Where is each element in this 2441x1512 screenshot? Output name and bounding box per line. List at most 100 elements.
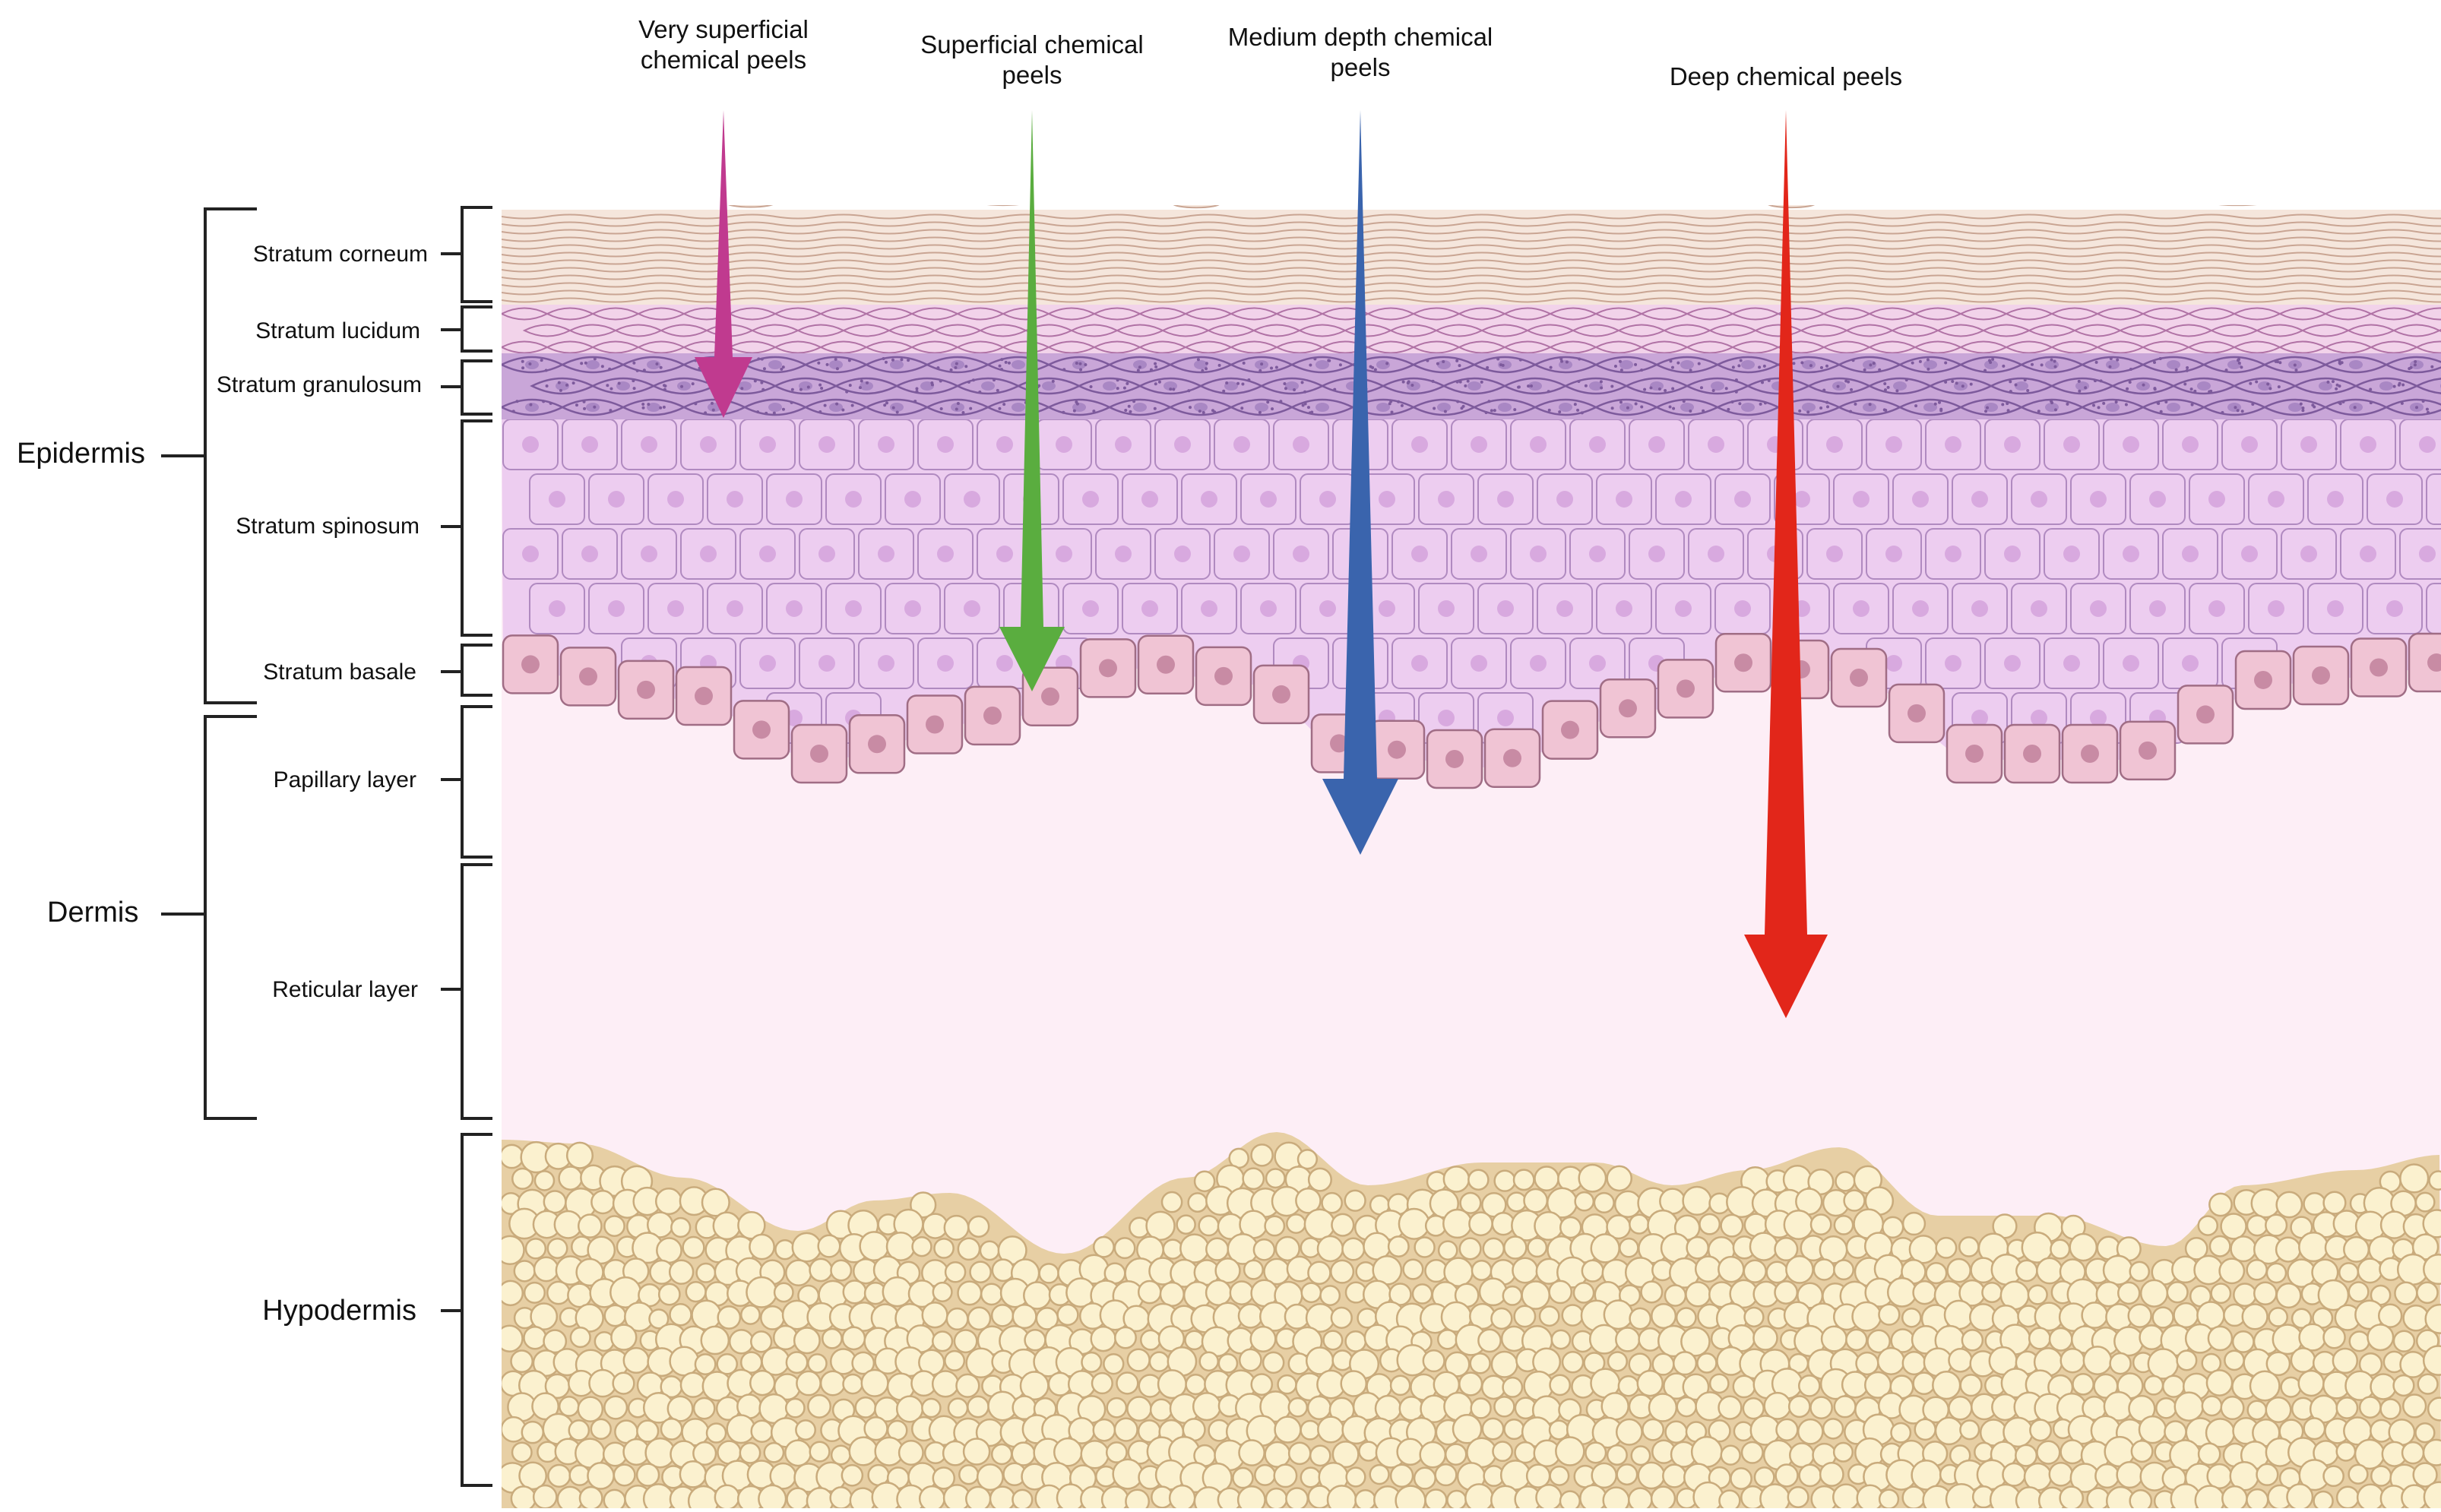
- basal-nucleus: [926, 715, 944, 734]
- fat-cell: [2205, 1369, 2234, 1397]
- granule: [1643, 387, 1647, 391]
- fat-cell: [1287, 1441, 1312, 1466]
- granule: [2157, 402, 2161, 406]
- granule: [1657, 387, 1661, 391]
- fat-cell: [691, 1299, 722, 1331]
- corneum-flake: [986, 205, 1019, 207]
- granule: [1225, 381, 1229, 384]
- fat-cell: [1648, 1393, 1678, 1422]
- fat-cell: [882, 1276, 913, 1308]
- granule: [753, 379, 757, 383]
- fat-cell: [807, 1393, 832, 1419]
- spinosum-nucleus: [2419, 436, 2436, 453]
- granule: [1939, 409, 1943, 413]
- spinosum-nucleus: [2300, 546, 2317, 562]
- granule: [1458, 380, 1462, 384]
- spinosum-nucleus: [2031, 600, 2047, 617]
- granule: [1247, 378, 1251, 382]
- granule: [913, 400, 917, 403]
- granule: [2050, 358, 2053, 362]
- spinosum-nucleus: [878, 655, 894, 672]
- fat-cell: [2117, 1281, 2141, 1305]
- granule: [772, 411, 776, 415]
- fat-cell: [687, 1485, 720, 1508]
- fat-cell: [1179, 1233, 1210, 1264]
- fat-cell: [1948, 1396, 1973, 1421]
- spinosum-nucleus: [2268, 491, 2284, 508]
- fat-cell: [530, 1302, 559, 1331]
- granule: [1670, 365, 1674, 369]
- granule: [1517, 385, 1521, 389]
- spinosum-nucleus: [522, 436, 539, 453]
- fat-cell: [2370, 1373, 2397, 1400]
- granule: [2294, 369, 2298, 372]
- tissue: [502, 205, 2441, 1508]
- granule: [2116, 358, 2120, 362]
- fat-cell: [2147, 1348, 2180, 1380]
- granule: [885, 401, 888, 405]
- granule: [1303, 390, 1307, 394]
- fat-cell: [546, 1280, 571, 1305]
- fat-cell: [2109, 1352, 2132, 1375]
- granule: [1991, 357, 1995, 361]
- fat-cell: [1300, 1419, 1321, 1441]
- granule: [1955, 381, 1958, 385]
- granule: [1490, 409, 1493, 413]
- granule: [2413, 363, 2417, 367]
- granule: [1306, 406, 1310, 410]
- granule: [1886, 385, 1890, 389]
- fat-cell: [1092, 1235, 1115, 1258]
- fat-cell: [860, 1368, 889, 1397]
- fat-cell: [1205, 1279, 1232, 1306]
- spinosum-nucleus: [1497, 600, 1514, 617]
- spinosum-bracket: [441, 419, 492, 637]
- granule: [762, 367, 766, 371]
- fat-cell: [1273, 1463, 1298, 1488]
- basal-nucleus: [2427, 653, 2441, 672]
- fat-cell: [2023, 1462, 2053, 1491]
- fat-cell: [1238, 1439, 1265, 1466]
- granule: [1154, 362, 1157, 365]
- fat-cell: [1458, 1371, 1483, 1397]
- fat-cell: [2422, 1345, 2441, 1376]
- fat-cell: [1676, 1396, 1698, 1418]
- granule: [860, 379, 863, 383]
- fat-cell: [1296, 1149, 1319, 1170]
- fat-cell: [511, 1167, 534, 1190]
- fat-cell: [1513, 1305, 1537, 1328]
- spinosum-nucleus: [608, 600, 625, 617]
- granule: [1527, 384, 1531, 388]
- granule: [1390, 410, 1394, 414]
- spinosum-nucleus: [1497, 491, 1514, 508]
- fat-cell: [2265, 1262, 2287, 1284]
- spinosum-nucleus: [818, 655, 835, 672]
- granule: [1217, 363, 1221, 367]
- fat-cell: [692, 1397, 716, 1420]
- fat-cell: [2275, 1282, 2302, 1309]
- granule: [1436, 362, 1439, 365]
- granule: [1883, 381, 1887, 385]
- fat-cell: [817, 1234, 841, 1258]
- spinosum-nucleus: [1056, 436, 1072, 453]
- granule: [1927, 367, 1930, 371]
- spinosum-nucleus: [1082, 600, 1099, 617]
- granule: [1389, 400, 1393, 403]
- granulosum-nucleus: [647, 403, 660, 412]
- fat-cell: [603, 1488, 626, 1508]
- fat-cell: [2094, 1463, 2120, 1489]
- fat-cell: [932, 1281, 953, 1303]
- fat-cell: [1866, 1329, 1891, 1354]
- granulosum-nucleus: [1650, 381, 1664, 391]
- fat-cell: [1820, 1325, 1847, 1352]
- lucidum-cell: [2414, 307, 2441, 321]
- fat-cell: [945, 1307, 969, 1331]
- fat-cell: [1322, 1330, 1344, 1351]
- lucidum-bracket: [441, 305, 492, 353]
- fat-cell: [2015, 1259, 2038, 1283]
- granule: [760, 381, 764, 384]
- fat-cell: [1192, 1392, 1222, 1422]
- fat-cell: [2210, 1283, 2232, 1305]
- fat-cell: [705, 1422, 727, 1444]
- fat-cell: [1743, 1306, 1765, 1328]
- fat-cell: [518, 1461, 548, 1491]
